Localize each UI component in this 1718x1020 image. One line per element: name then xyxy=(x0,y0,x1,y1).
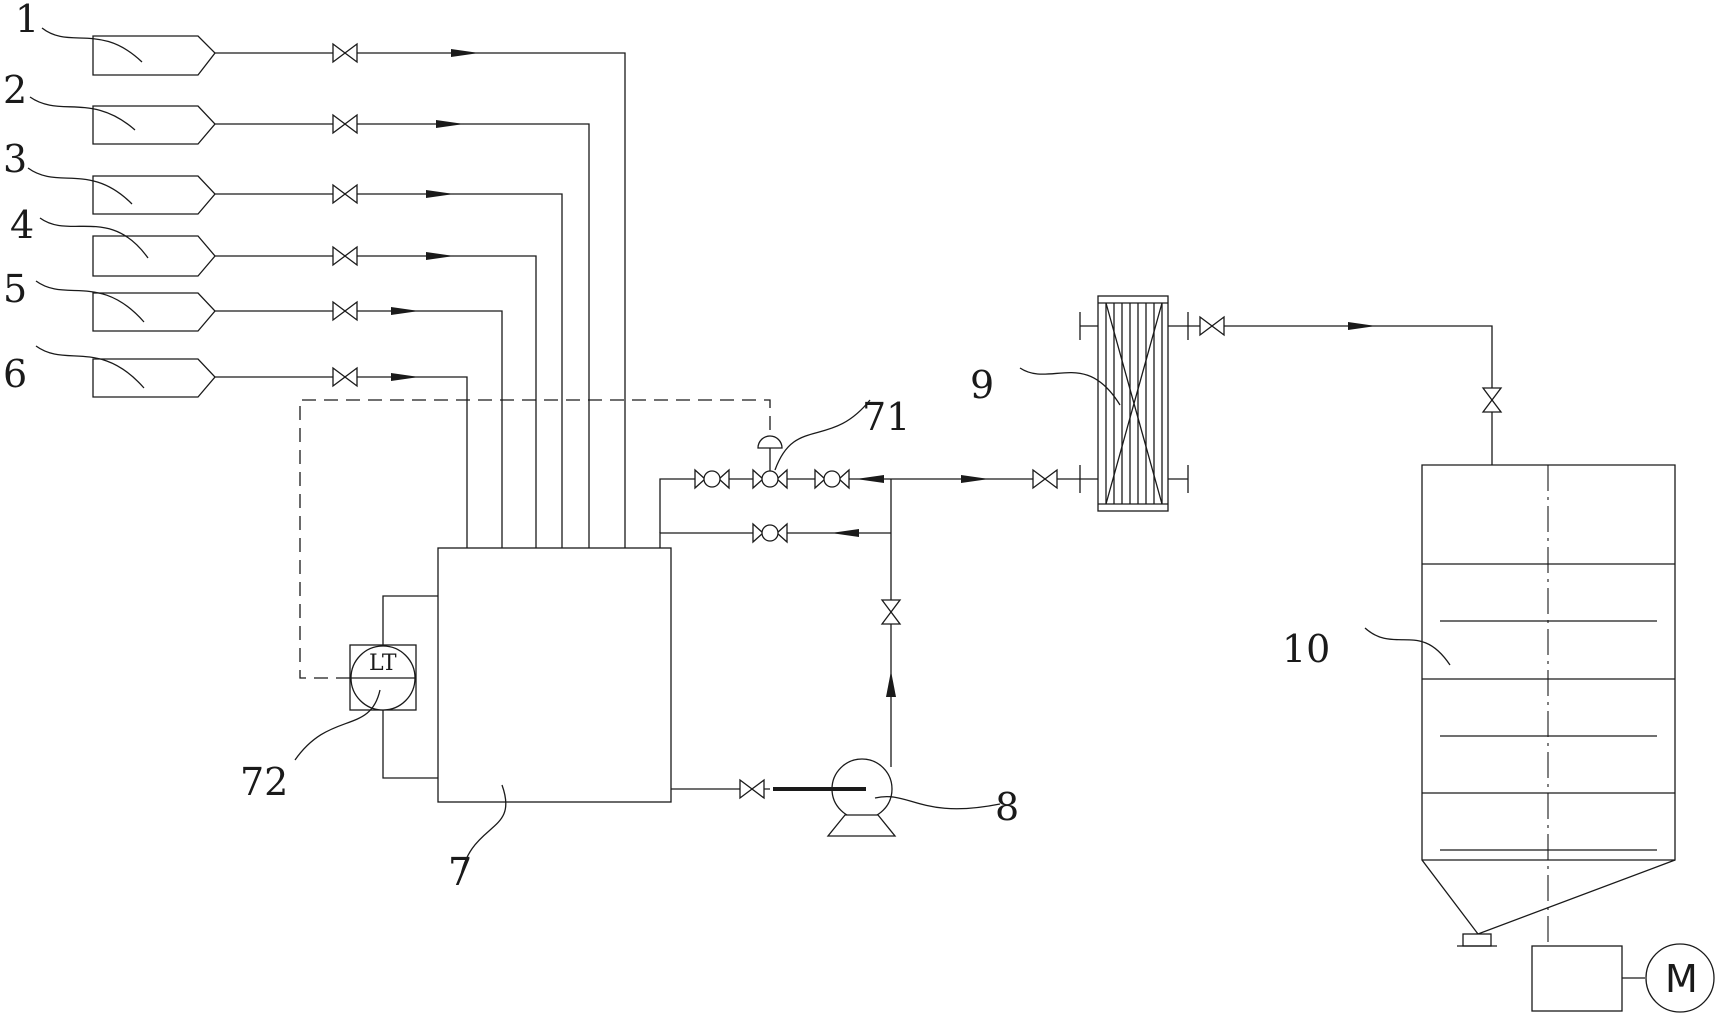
control-valve-icon xyxy=(752,469,788,489)
label-72: 72 xyxy=(240,760,288,804)
flow-arrow-icon xyxy=(426,190,454,198)
settling-tank xyxy=(1421,464,1676,947)
label-7: 7 xyxy=(448,850,472,894)
flow-arrow-icon xyxy=(391,307,419,315)
settler-leader xyxy=(1364,627,1451,666)
label-3: 3 xyxy=(3,137,27,181)
motor-icon xyxy=(1645,943,1715,1013)
source-tank-5 xyxy=(35,280,503,548)
label-71: 71 xyxy=(862,395,910,439)
flow-arrow-icon xyxy=(391,373,419,381)
gate-valve-icon xyxy=(332,367,358,387)
source-tank-6 xyxy=(35,345,468,548)
source-tank-1 xyxy=(41,27,626,548)
label-2: 2 xyxy=(3,68,27,112)
flow-arrow-icon xyxy=(856,475,884,483)
ball-valve-icon xyxy=(814,469,850,489)
flow-arrow-icon xyxy=(436,120,464,128)
flow-arrow-icon xyxy=(1348,322,1376,330)
gate-valve-icon xyxy=(1032,469,1058,489)
label-1: 1 xyxy=(15,0,39,41)
label-6: 6 xyxy=(3,352,27,396)
gate-valve-icon xyxy=(881,599,901,625)
label-5: 5 xyxy=(3,267,27,311)
source-tank-4 xyxy=(39,217,537,548)
gate-valve-icon xyxy=(332,301,358,321)
label-4: 4 xyxy=(10,203,34,247)
gearbox xyxy=(1531,945,1623,1012)
label-8: 8 xyxy=(995,785,1019,829)
flow-arrow-icon xyxy=(831,529,859,537)
flow-arrow-icon xyxy=(451,49,479,57)
flow-arrow-icon xyxy=(426,252,454,260)
motor-text: M xyxy=(1665,957,1698,1001)
tank-leader xyxy=(459,784,507,881)
mixing-tank xyxy=(437,547,672,803)
flow-arrow-icon xyxy=(961,475,989,483)
pump-leader xyxy=(874,796,1001,810)
gate-valve-icon xyxy=(1199,316,1225,336)
source-tank-2 xyxy=(29,96,590,548)
label-10: 10 xyxy=(1282,627,1330,671)
actuator-icon xyxy=(757,435,783,449)
gate-valve-icon xyxy=(332,114,358,134)
gate-valve-icon xyxy=(332,246,358,266)
ball-valve-icon xyxy=(752,523,788,543)
lt-text: LT xyxy=(369,651,397,676)
gate-valve-icon xyxy=(1482,387,1502,413)
filter-icon xyxy=(1097,295,1169,512)
source-tank-3 xyxy=(27,167,563,548)
gate-valve-icon xyxy=(332,43,358,63)
gate-valve-icon xyxy=(332,184,358,204)
flow-arrow-icon xyxy=(886,671,896,697)
filter-leader xyxy=(1019,367,1121,406)
control-signal-line xyxy=(299,399,771,679)
control-valve-leader xyxy=(774,399,871,471)
lt-leader xyxy=(294,689,381,761)
ball-valve-icon xyxy=(694,469,730,489)
label-9: 9 xyxy=(970,363,994,407)
gate-valve-icon xyxy=(739,779,765,799)
